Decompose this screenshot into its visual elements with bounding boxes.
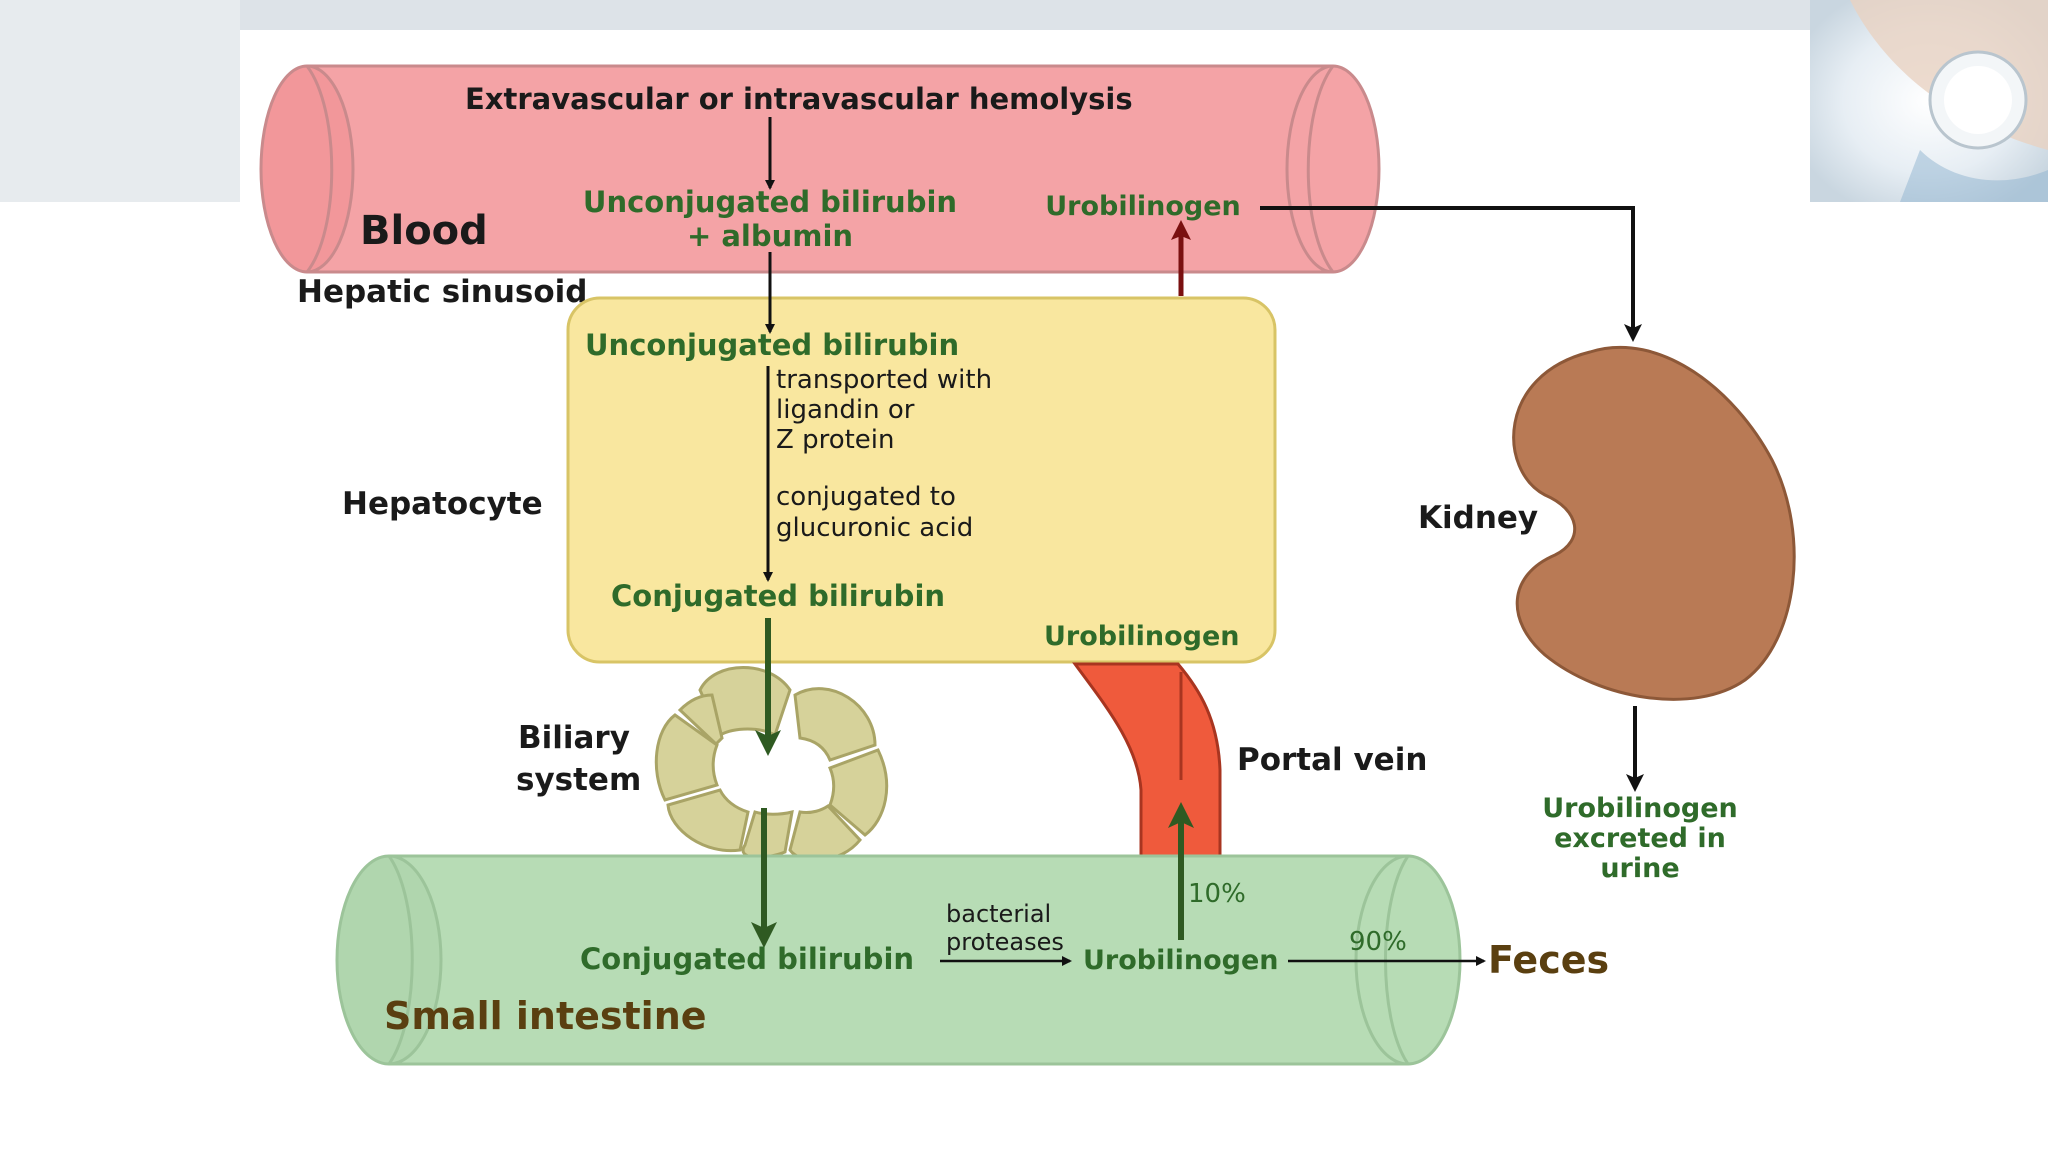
small-intestine-label: Small intestine xyxy=(384,994,707,1038)
unconjugated-bilirubin-hepatocyte-label: Unconjugated bilirubin xyxy=(585,328,959,362)
albumin-label: + albumin xyxy=(687,219,853,253)
blood-label: Blood xyxy=(360,208,488,254)
left-band xyxy=(0,0,240,202)
kidney-label: Kidney xyxy=(1418,500,1538,536)
doctor-stethoscope-photo-icon xyxy=(1810,0,2048,202)
urine-line-1: Urobilinogen xyxy=(1542,793,1738,824)
hepatocyte-box xyxy=(566,296,1277,664)
urobilinogen-hepatocyte-label: Urobilinogen xyxy=(1044,621,1240,652)
transport-line-2: ligandin or xyxy=(776,395,915,425)
kidney-shape xyxy=(1512,345,1796,701)
hepatic-sinusoid-label: Hepatic sinusoid xyxy=(297,274,587,310)
bacterial-label-1: bacterial xyxy=(946,900,1051,928)
urobilinogen-blood-label: Urobilinogen xyxy=(1045,191,1241,222)
blood-vessel xyxy=(259,64,1381,274)
top-band xyxy=(0,0,2048,30)
conjugation-line-2: glucuronic acid xyxy=(776,513,973,543)
urobilinogen-intestine-label: Urobilinogen xyxy=(1083,945,1279,976)
portal-vein-label: Portal vein xyxy=(1237,742,1427,778)
bacterial-label-2: proteases xyxy=(946,928,1064,956)
transport-line-1: transported with xyxy=(776,365,992,395)
arrow-blood-to-kidney xyxy=(1260,206,1642,342)
biliary-system-ring xyxy=(654,666,889,862)
biliary-label-2: system xyxy=(516,762,641,798)
transport-line-3: Z protein xyxy=(776,425,895,455)
biliary-label-1: Biliary xyxy=(518,720,630,756)
hepatocyte-label: Hepatocyte xyxy=(342,486,543,522)
ninety-percent-label: 90% xyxy=(1349,927,1407,957)
feces-label: Feces xyxy=(1488,938,1609,982)
hemolysis-label: Extravascular or intravascular hemolysis xyxy=(465,82,1133,116)
conjugated-bilirubin-intestine-label: Conjugated bilirubin xyxy=(580,942,914,976)
urine-line-2: excreted in xyxy=(1554,823,1726,854)
ten-percent-label: 10% xyxy=(1188,879,1246,909)
urine-line-3: urine xyxy=(1600,853,1679,884)
unconjugated-bilirubin-blood-label: Unconjugated bilirubin xyxy=(583,185,957,219)
conjugation-line-1: conjugated to xyxy=(776,482,956,512)
conjugated-bilirubin-hepatocyte-label: Conjugated bilirubin xyxy=(611,579,945,613)
